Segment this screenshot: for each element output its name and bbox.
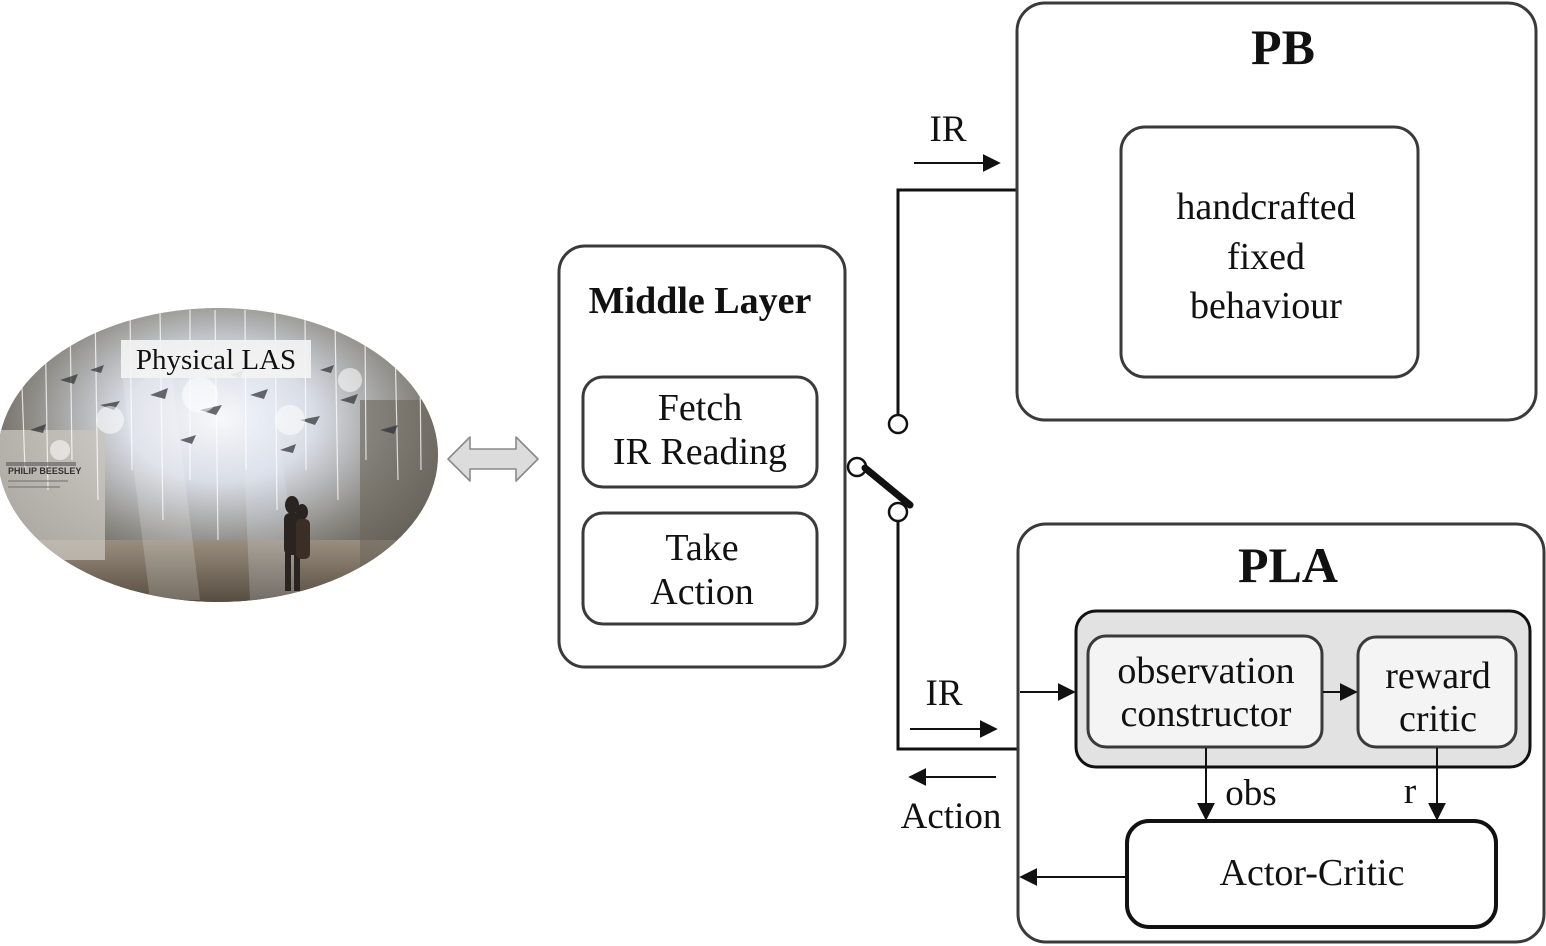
pb-line1: handcrafted bbox=[1176, 186, 1355, 228]
reward-critic-box: reward critic bbox=[1356, 635, 1518, 749]
switch-contact-pb bbox=[887, 413, 909, 435]
obs-label: obs bbox=[1225, 773, 1276, 814]
fetch-ir-line1: Fetch bbox=[658, 387, 742, 429]
pla-box: PLA observation constructor reward criti… bbox=[1016, 522, 1546, 944]
take-action-line2: Action bbox=[650, 571, 753, 613]
wire-to-pb bbox=[896, 188, 1018, 415]
reward-line1: reward bbox=[1385, 655, 1490, 697]
switch-lever bbox=[861, 464, 914, 509]
pb-box: PB handcrafted fixed behaviour bbox=[1015, 1, 1538, 422]
wire-to-pla bbox=[896, 521, 1018, 751]
pb-title: PB bbox=[1251, 19, 1315, 75]
action-label: Action bbox=[901, 796, 1002, 837]
observation-line1: observation bbox=[1117, 650, 1294, 692]
switch bbox=[846, 413, 914, 523]
actor-critic-label: Actor-Critic bbox=[1220, 852, 1405, 894]
switch-contact-pla bbox=[887, 501, 909, 523]
pb-line2: fixed bbox=[1227, 236, 1305, 278]
ir-label-pb: IR bbox=[930, 109, 967, 150]
handcrafted-behaviour-box: handcrafted fixed behaviour bbox=[1119, 125, 1420, 379]
observation-line2: constructor bbox=[1121, 693, 1292, 735]
bidirectional-arrow-icon bbox=[447, 436, 539, 482]
pb-line3: behaviour bbox=[1190, 285, 1342, 327]
actor-critic-box: Actor-Critic bbox=[1125, 819, 1498, 929]
middle-layer-title: Middle Layer bbox=[589, 280, 812, 322]
fetch-ir-line2: IR Reading bbox=[613, 431, 787, 473]
physical-las-photo: PHILIP BEESLEY Physical LAS bbox=[0, 308, 438, 602]
middle-layer-box: Middle Layer Fetch IR Reading Take Actio… bbox=[557, 244, 847, 669]
take-action-box: Take Action bbox=[581, 511, 819, 626]
ir-label-pla: IR bbox=[926, 673, 963, 714]
r-label: r bbox=[1404, 771, 1416, 812]
take-action-line1: Take bbox=[665, 527, 738, 569]
photo-label: Physical LAS bbox=[136, 344, 296, 376]
reward-line2: critic bbox=[1399, 698, 1477, 740]
wall-text: PHILIP BEESLEY bbox=[8, 466, 81, 476]
pla-title: PLA bbox=[1238, 537, 1338, 593]
fetch-ir-reading-box: Fetch IR Reading bbox=[581, 375, 819, 489]
observation-constructor-box: observation constructor bbox=[1086, 634, 1324, 749]
